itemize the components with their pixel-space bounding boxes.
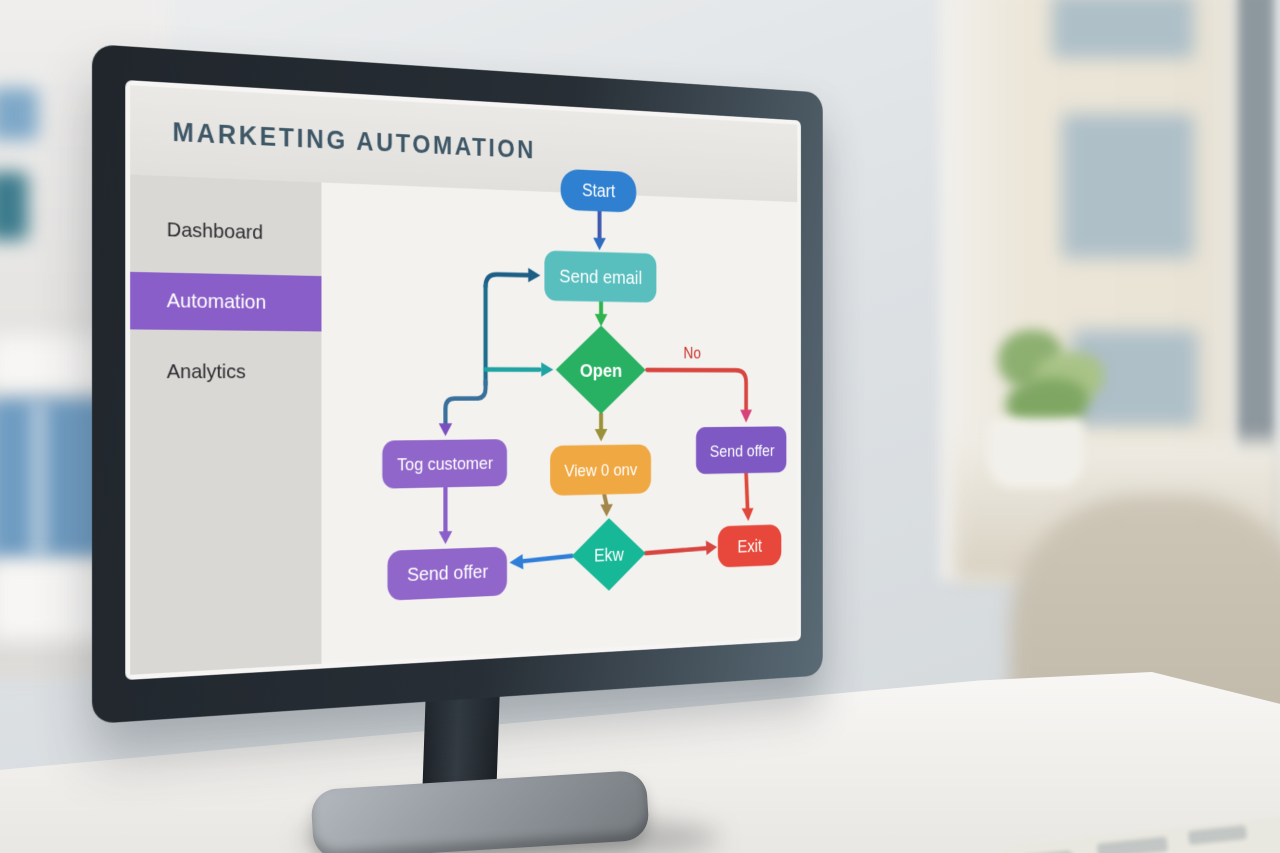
arrowhead xyxy=(438,531,453,545)
arrowhead xyxy=(509,554,524,570)
node-start-label: Start xyxy=(582,181,616,202)
binder-blue xyxy=(0,88,38,140)
monitor-screen: MARKETING AUTOMATION Dashboard Automatio… xyxy=(125,79,801,681)
arrowhead xyxy=(593,237,606,251)
node-send-offer-left-label: Send offer xyxy=(407,561,488,586)
arrowhead xyxy=(740,409,753,423)
node-view-conv-label: View 0 onv xyxy=(564,460,637,480)
arrowhead xyxy=(594,429,608,442)
node-start[interactable]: Start xyxy=(560,168,637,213)
window-pane xyxy=(1062,114,1194,258)
node-send-email[interactable]: Send email xyxy=(544,250,657,303)
arrowhead xyxy=(705,540,718,556)
node-open-label: Open xyxy=(580,360,622,381)
node-exit[interactable]: Exit xyxy=(717,524,782,568)
edge-sendoffer-exit xyxy=(746,473,747,509)
node-start-shape[interactable] xyxy=(560,168,637,213)
node-send-offer-right-label: Send offer xyxy=(710,441,775,460)
node-tog-customer-shape[interactable] xyxy=(382,439,507,489)
plant-pot xyxy=(988,418,1084,488)
keyboard-key xyxy=(1096,836,1168,853)
node-tog-customer-label: Tog customer xyxy=(397,453,493,474)
node-view-conv[interactable]: View 0 onv xyxy=(550,444,651,496)
flowchart-svg: No xyxy=(382,168,787,601)
arrowhead xyxy=(741,508,754,522)
binder-gap xyxy=(34,400,44,560)
node-ekw-label: Ekw xyxy=(594,545,624,566)
arrowhead xyxy=(438,423,453,437)
keyboard-key xyxy=(1187,825,1248,846)
node-send-offer-right[interactable]: Send offer xyxy=(696,426,787,475)
edge-ekw-sendoffer xyxy=(522,556,572,561)
edge-loop-sendemail xyxy=(486,274,529,288)
node-exit-label: Exit xyxy=(737,536,762,556)
node-send-offer-left-shape[interactable] xyxy=(387,546,507,601)
edge-view-ekw xyxy=(604,494,606,505)
node-open[interactable]: Open xyxy=(555,324,646,415)
arrowhead xyxy=(594,313,608,327)
edge-loop-togcustomer xyxy=(445,381,485,423)
arrowhead xyxy=(528,267,541,283)
edge-open-no-sendoffer xyxy=(647,370,746,410)
edge-label-no: No xyxy=(684,345,702,363)
monitor-bezel: MARKETING AUTOMATION Dashboard Automatio… xyxy=(92,44,823,724)
node-send-offer-left[interactable]: Send offer xyxy=(387,546,507,601)
binder-teal xyxy=(0,172,28,240)
node-send-email-shape[interactable] xyxy=(544,250,657,303)
app-window: MARKETING AUTOMATION Dashboard Automatio… xyxy=(130,85,798,675)
node-ekw[interactable]: Ekw xyxy=(571,517,646,593)
edge-ekw-exit xyxy=(646,548,706,553)
arrowhead xyxy=(541,362,554,377)
arrowhead xyxy=(600,504,613,517)
node-tog-customer[interactable]: Tog customer xyxy=(382,439,507,489)
node-send-email-label: Send email xyxy=(559,266,642,289)
window-pane xyxy=(1052,0,1194,58)
